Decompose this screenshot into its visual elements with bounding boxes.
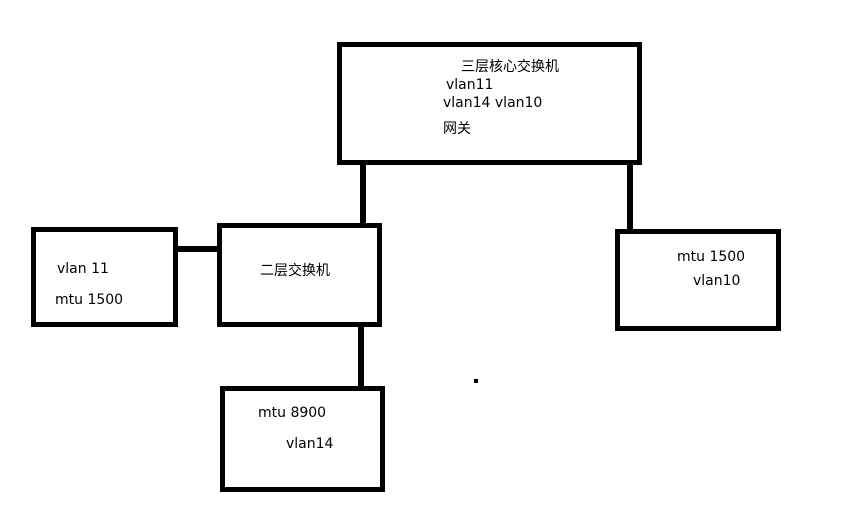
bottom-host-node: mtu 8900 vlan14 bbox=[220, 386, 385, 492]
left-host-vlan: vlan 11 bbox=[57, 261, 109, 277]
core-switch-gateway: 网关 bbox=[443, 121, 471, 137]
l2-switch-node: 二层交换机 bbox=[217, 223, 382, 327]
l2-switch-title: 二层交换机 bbox=[260, 263, 330, 279]
link-left-host-l2 bbox=[175, 246, 219, 252]
stray-dot bbox=[474, 379, 478, 383]
right-host-vlan: vlan10 bbox=[693, 273, 741, 289]
core-switch-node: 三层核心交换机 vlan11 vlan14 vlan10 网关 bbox=[337, 42, 642, 165]
left-host-mtu: mtu 1500 bbox=[55, 292, 124, 308]
bottom-host-mtu: mtu 8900 bbox=[258, 405, 327, 421]
right-host-node: mtu 1500 vlan10 bbox=[615, 229, 781, 331]
link-core-l2 bbox=[360, 160, 366, 228]
core-switch-vlan11: vlan11 bbox=[446, 77, 494, 93]
left-host-node: vlan 11 mtu 1500 bbox=[31, 227, 178, 327]
core-switch-title: 三层核心交换机 bbox=[461, 59, 559, 75]
core-switch-vlans: vlan14 vlan10 bbox=[443, 95, 543, 111]
bottom-host-vlan: vlan14 bbox=[286, 436, 334, 452]
link-core-right-host bbox=[627, 160, 633, 234]
link-l2-bottom-host bbox=[358, 322, 364, 389]
right-host-mtu: mtu 1500 bbox=[677, 249, 746, 265]
